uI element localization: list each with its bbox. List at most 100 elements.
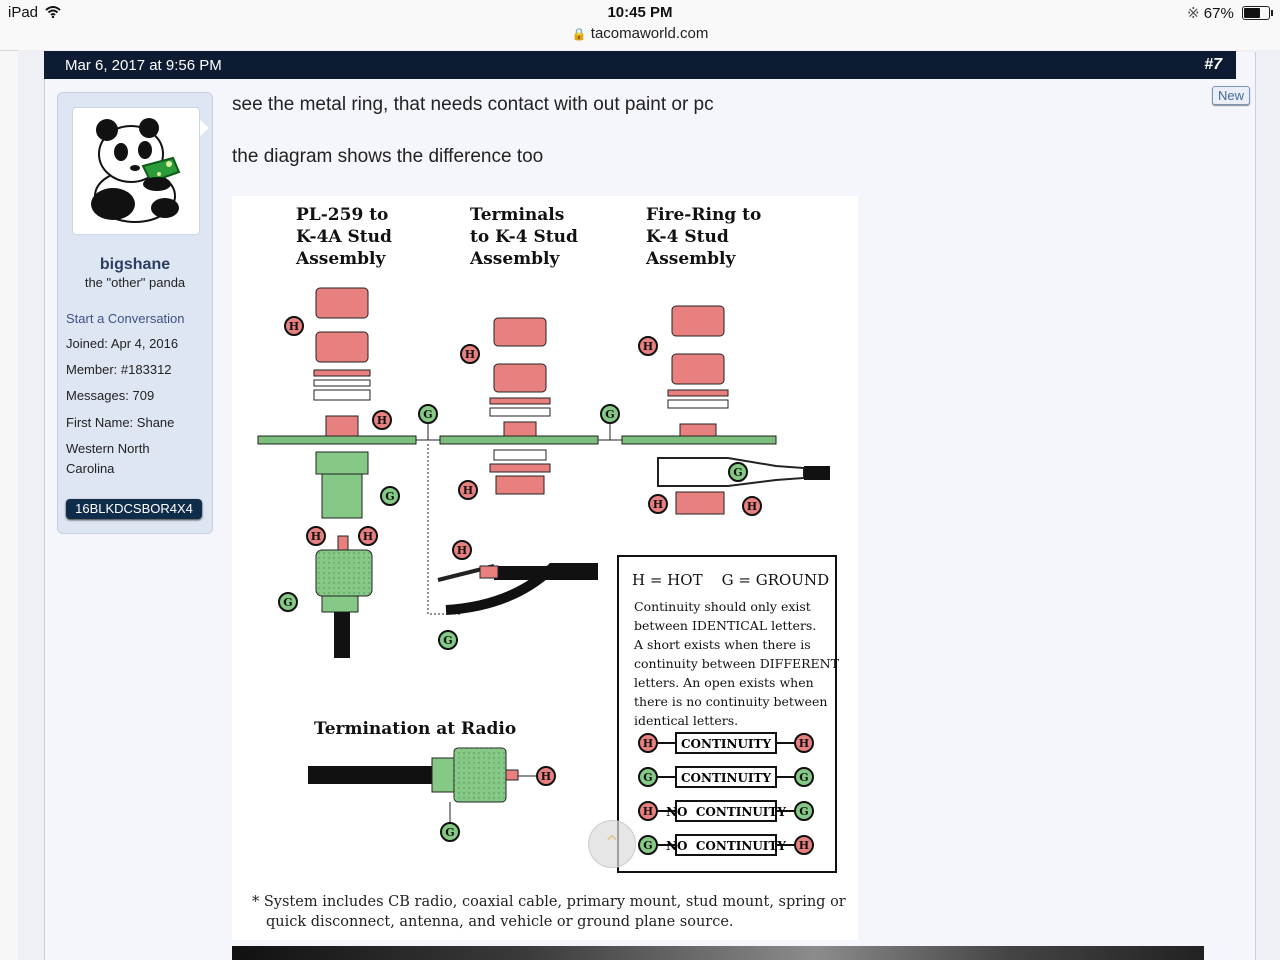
- ground-marker-3: G: [380, 486, 400, 506]
- hot-marker-0: H: [284, 316, 304, 336]
- device-label: iPad: [8, 4, 39, 21]
- address-bar[interactable]: 🔒 tacomaworld.com: [0, 25, 1280, 42]
- hot-marker-14: H: [648, 494, 668, 514]
- continuity-label: CONTINUITY: [681, 737, 771, 751]
- legend-text-line: continuity between DIFFERENT: [634, 656, 840, 671]
- member-stat: Member: #183312: [66, 360, 172, 380]
- svg-text:G: G: [283, 596, 292, 609]
- title-terminals: Terminals to K-4 Stud Assembly: [469, 205, 584, 269]
- ground-marker-17: G: [440, 822, 460, 842]
- svg-text:H: H: [643, 737, 653, 750]
- continuity-label: NO CONTINUITY: [666, 839, 786, 853]
- messages-value[interactable]: 709: [132, 388, 155, 403]
- user-location: Western North Carolina: [66, 441, 150, 476]
- ground-plane-1: [257, 435, 417, 445]
- legend-text: Continuity should only exist between IDEN…: [633, 599, 840, 728]
- device-indicator: iPad: [8, 4, 61, 21]
- first-name-stat: First Name: Shane: [66, 413, 174, 433]
- user-title: the "other" panda: [84, 275, 186, 290]
- post-date: Mar 6, 2017 at 9:56 PM: [65, 57, 222, 74]
- legend-text-line: Continuity should only exist: [634, 599, 811, 614]
- legend-text-line: identical letters.: [634, 713, 738, 728]
- svg-text:H: H: [463, 484, 473, 497]
- legend-heading: H = HOT G = GROUND: [632, 571, 829, 589]
- first-name-value: Shane: [136, 415, 175, 430]
- battery-indicator: ※ 67%: [1187, 4, 1273, 22]
- svg-text:H: H: [799, 839, 809, 852]
- status-bar: iPad 10:45 PM 🔒 tacomaworld.com ※ 67%: [0, 0, 1280, 51]
- svg-text:H: H: [457, 544, 467, 557]
- post-permalink[interactable]: #7: [1204, 56, 1222, 73]
- svg-text:G: G: [799, 805, 808, 818]
- wiring-diagram-image[interactable]: PL-259 to K-4A Stud Assembly Terminals t…: [232, 196, 858, 940]
- svg-text:G: G: [799, 771, 808, 784]
- user-banner-badge: 16BLKDCSBOR4X4: [66, 499, 202, 519]
- joined-stat: Joined: Apr 4, 2016: [66, 334, 178, 354]
- hot-marker-5: H: [358, 526, 378, 546]
- avatar[interactable]: [72, 107, 209, 235]
- hot-marker-10: H: [452, 540, 472, 560]
- message-line-2: the diagram shows the difference too: [232, 146, 544, 167]
- joined-label: Joined:: [66, 336, 108, 351]
- terminal-markers: H H G G H H G H G H H G H G H H H G: [278, 316, 762, 842]
- post-header: Mar 6, 2017 at 9:56 PM #7: [44, 51, 1236, 79]
- start-conversation-link[interactable]: Start a Conversation: [66, 311, 185, 326]
- continuity-right-marker: H: [794, 835, 814, 855]
- svg-text:H: H: [653, 498, 663, 511]
- svg-text:G: G: [443, 634, 452, 647]
- lock-icon: 🔒: [571, 27, 587, 41]
- hot-marker-9: H: [458, 480, 478, 500]
- user-info-panel: bigshane the "other" panda Start a Conve…: [57, 92, 213, 534]
- url-text: tacomaworld.com: [590, 25, 709, 42]
- scroll-to-top-button[interactable]: ⌃: [588, 820, 636, 868]
- svg-text:G: G: [643, 839, 652, 852]
- new-badge: New: [1212, 86, 1251, 105]
- svg-text:G: G: [733, 466, 742, 479]
- svg-text:G: G: [385, 490, 394, 503]
- continuity-left-marker: G: [638, 767, 658, 787]
- fire-ring-assembly: [657, 305, 830, 515]
- svg-text:H: H: [311, 530, 321, 543]
- termination-title: Termination at Radio: [314, 719, 516, 739]
- ground-marker-8: G: [600, 404, 620, 424]
- legend-text-line: between IDENTICAL letters.: [634, 618, 816, 633]
- svg-text:G: G: [605, 408, 614, 421]
- hot-marker-16: H: [536, 766, 556, 786]
- svg-text:H: H: [289, 320, 299, 333]
- continuity-left-marker: H: [638, 733, 658, 753]
- title-fire-ring: Fire-Ring to K-4 Stud Assembly: [645, 205, 767, 269]
- terminals-assembly: [437, 317, 598, 615]
- continuity-right-marker: G: [794, 767, 814, 787]
- radio-termination: [308, 747, 536, 822]
- ground-marker-2: G: [418, 404, 438, 424]
- continuity-left-marker: H: [638, 801, 658, 821]
- svg-text:H: H: [465, 348, 475, 361]
- continuity-row: CONTINUITY: [648, 766, 804, 788]
- wifi-icon: [45, 6, 61, 19]
- next-attached-photo[interactable]: [232, 946, 1204, 960]
- svg-text:H: H: [799, 737, 809, 750]
- ground-marker-13: G: [728, 462, 748, 482]
- hot-marker-4: H: [306, 526, 326, 546]
- hot-marker-12: H: [638, 336, 658, 356]
- continuity-row: NO CONTINUITY: [648, 800, 804, 822]
- svg-text:H: H: [377, 414, 387, 427]
- battery-icon: [1242, 6, 1273, 20]
- ground-marker-6: G: [278, 592, 298, 612]
- username[interactable]: bigshane: [99, 256, 171, 273]
- continuity-label: CONTINUITY: [681, 771, 771, 785]
- continuity-right-marker: G: [794, 801, 814, 821]
- battery-fill: [1244, 8, 1261, 18]
- member-value[interactable]: #183312: [120, 362, 172, 377]
- svg-text:G: G: [445, 826, 454, 839]
- svg-text:H: H: [747, 500, 757, 513]
- ground-marker-11: G: [438, 630, 458, 650]
- legend-text-line: A short exists when there is: [633, 637, 811, 652]
- svg-text:G: G: [643, 771, 652, 784]
- hot-marker-15: H: [742, 496, 762, 516]
- joined-value: Apr 4, 2016: [110, 336, 179, 351]
- continuity-left-marker: G: [638, 835, 658, 855]
- footnote: * System includes CB radio, coaxial cabl…: [252, 894, 850, 930]
- chevron-up-icon: ⌃: [602, 831, 622, 856]
